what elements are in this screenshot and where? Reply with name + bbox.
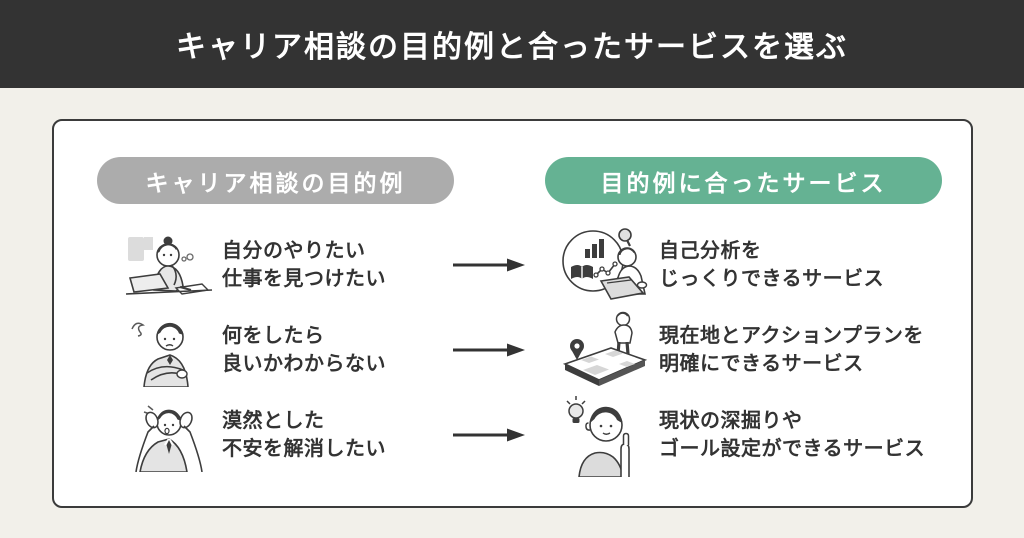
- title-bar: キャリア相談の目的例と合ったサービスを選ぶ: [0, 0, 1024, 88]
- idea-pointing-icon: [559, 393, 651, 477]
- purpose-text: 自分のやりたい 仕事を見つけたい: [222, 239, 386, 290]
- mapping-row-2: 何をしたら 良いかわからない: [54, 307, 971, 392]
- purpose-text: 何をしたら 良いかわからない: [222, 324, 386, 375]
- service-column-header: 目的例に合ったサービス: [545, 157, 942, 204]
- arrow-right-icon: [452, 258, 526, 272]
- content-card: キャリア相談の目的例 目的例に合ったサービス: [52, 119, 973, 508]
- mapping-row-3: 漠然とした 不安を解消したい: [54, 392, 971, 477]
- mapping-row-1: 自分のやりたい 仕事を見つけたい: [54, 222, 971, 307]
- map-location-icon: [559, 308, 651, 392]
- arrow-right-icon: [452, 343, 526, 357]
- service-text: 現状の深掘りや ゴール設定ができるサービス: [659, 409, 926, 460]
- purpose-text: 漠然とした 不安を解消したい: [222, 409, 386, 460]
- thinking-woman-desk-icon: [124, 228, 214, 302]
- column-headers: キャリア相談の目的例 目的例に合ったサービス: [54, 157, 971, 204]
- arrow-right-icon: [452, 428, 526, 442]
- self-analysis-chart-icon: [559, 225, 651, 305]
- mapping-rows: 自分のやりたい 仕事を見つけたい: [54, 222, 971, 477]
- confused-man-icon: [124, 313, 214, 387]
- service-text: 現在地とアクションプランを 明確にできるサービス: [659, 324, 924, 375]
- page-title: キャリア相談の目的例と合ったサービスを選ぶ: [176, 31, 848, 64]
- anxious-man-icon: [124, 398, 214, 472]
- service-text: 自己分析を じっくりできるサービス: [659, 239, 885, 290]
- purpose-column-header: キャリア相談の目的例: [97, 157, 454, 204]
